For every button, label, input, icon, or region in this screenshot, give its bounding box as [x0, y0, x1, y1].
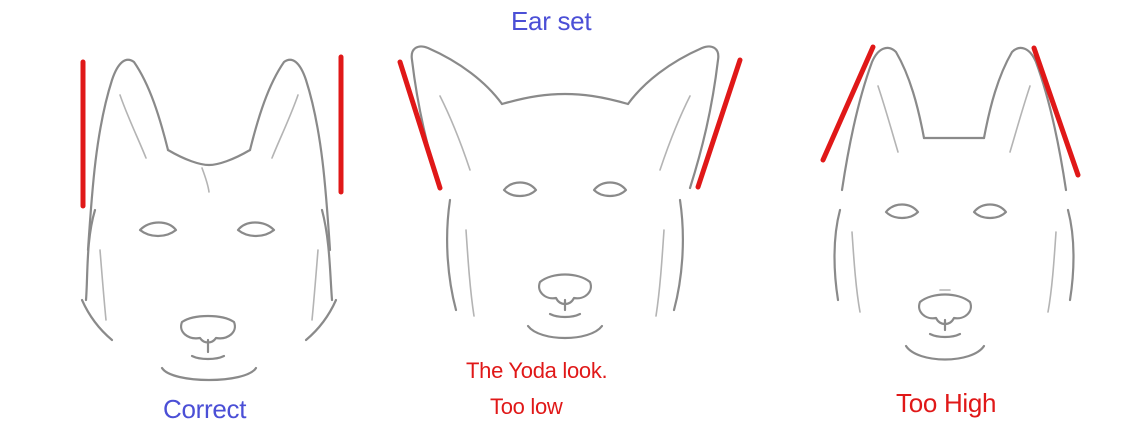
guide-line-low-left — [400, 62, 440, 188]
dog-head-correct — [82, 60, 336, 380]
guide-line-low-right — [698, 60, 740, 187]
ear-guide-lines — [83, 47, 1078, 206]
caption-correct: Correct — [163, 394, 246, 425]
dog-head-too-high — [835, 48, 1074, 360]
guide-line-high-right — [1034, 48, 1078, 175]
caption-too-low-line-2: Too low — [490, 394, 563, 420]
diagram-title: Ear set — [511, 6, 591, 37]
caption-too-low-line-1: The Yoda look. — [466, 358, 607, 384]
dog-head-too-low — [412, 47, 719, 339]
guide-line-high-left — [823, 47, 873, 160]
caption-too-high: Too High — [896, 388, 996, 419]
